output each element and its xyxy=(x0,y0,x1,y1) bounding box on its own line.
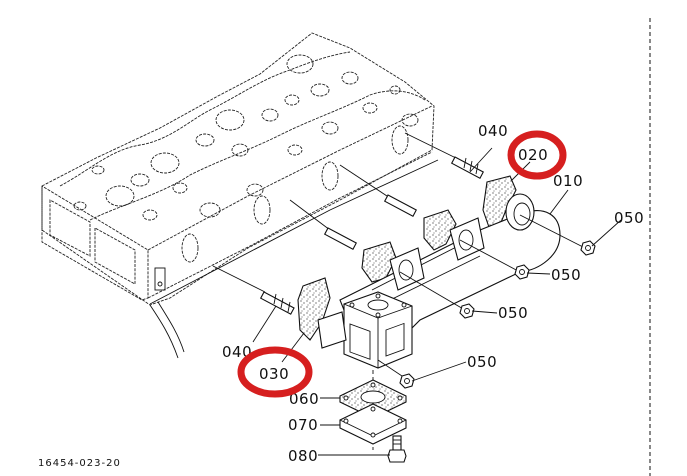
stud-040-upper xyxy=(404,132,484,179)
callout-050-b: 050 xyxy=(551,266,581,284)
callout-030: 030 xyxy=(259,365,289,383)
cylinder-head xyxy=(41,32,439,359)
highlight-ring-030 xyxy=(237,346,313,398)
nut-050-a xyxy=(519,214,596,256)
callout-060: 070 xyxy=(288,416,318,434)
callout-070: 060 xyxy=(289,390,319,408)
callout-050-c: 050 xyxy=(498,304,528,322)
gasket-030 xyxy=(297,277,331,341)
callout-040-upper: 040 xyxy=(478,122,508,140)
callout-080: 080 xyxy=(288,447,318,465)
nut-050-c xyxy=(399,271,475,319)
bolt-080 xyxy=(387,435,407,463)
callout-020: 020 xyxy=(518,146,548,164)
exhaust-manifold xyxy=(317,193,561,369)
stud-row-middle xyxy=(289,164,417,250)
flange-plate-060 xyxy=(339,403,407,445)
callout-050-d: 050 xyxy=(467,353,497,371)
gasket-mid-1 xyxy=(423,209,457,251)
leader-lines xyxy=(252,147,622,456)
gasket-020 xyxy=(482,175,517,231)
callout-050-a: 050 xyxy=(614,209,644,227)
nut-050-d xyxy=(377,359,415,389)
stud-040-lower xyxy=(212,265,295,315)
drawing-code: 16454-023-20 xyxy=(38,458,121,469)
highlight-ring-020 xyxy=(507,130,567,180)
callout-040-lower: 040 xyxy=(222,343,252,361)
nut-050-b xyxy=(459,239,530,280)
callout-010: 010 xyxy=(553,172,583,190)
